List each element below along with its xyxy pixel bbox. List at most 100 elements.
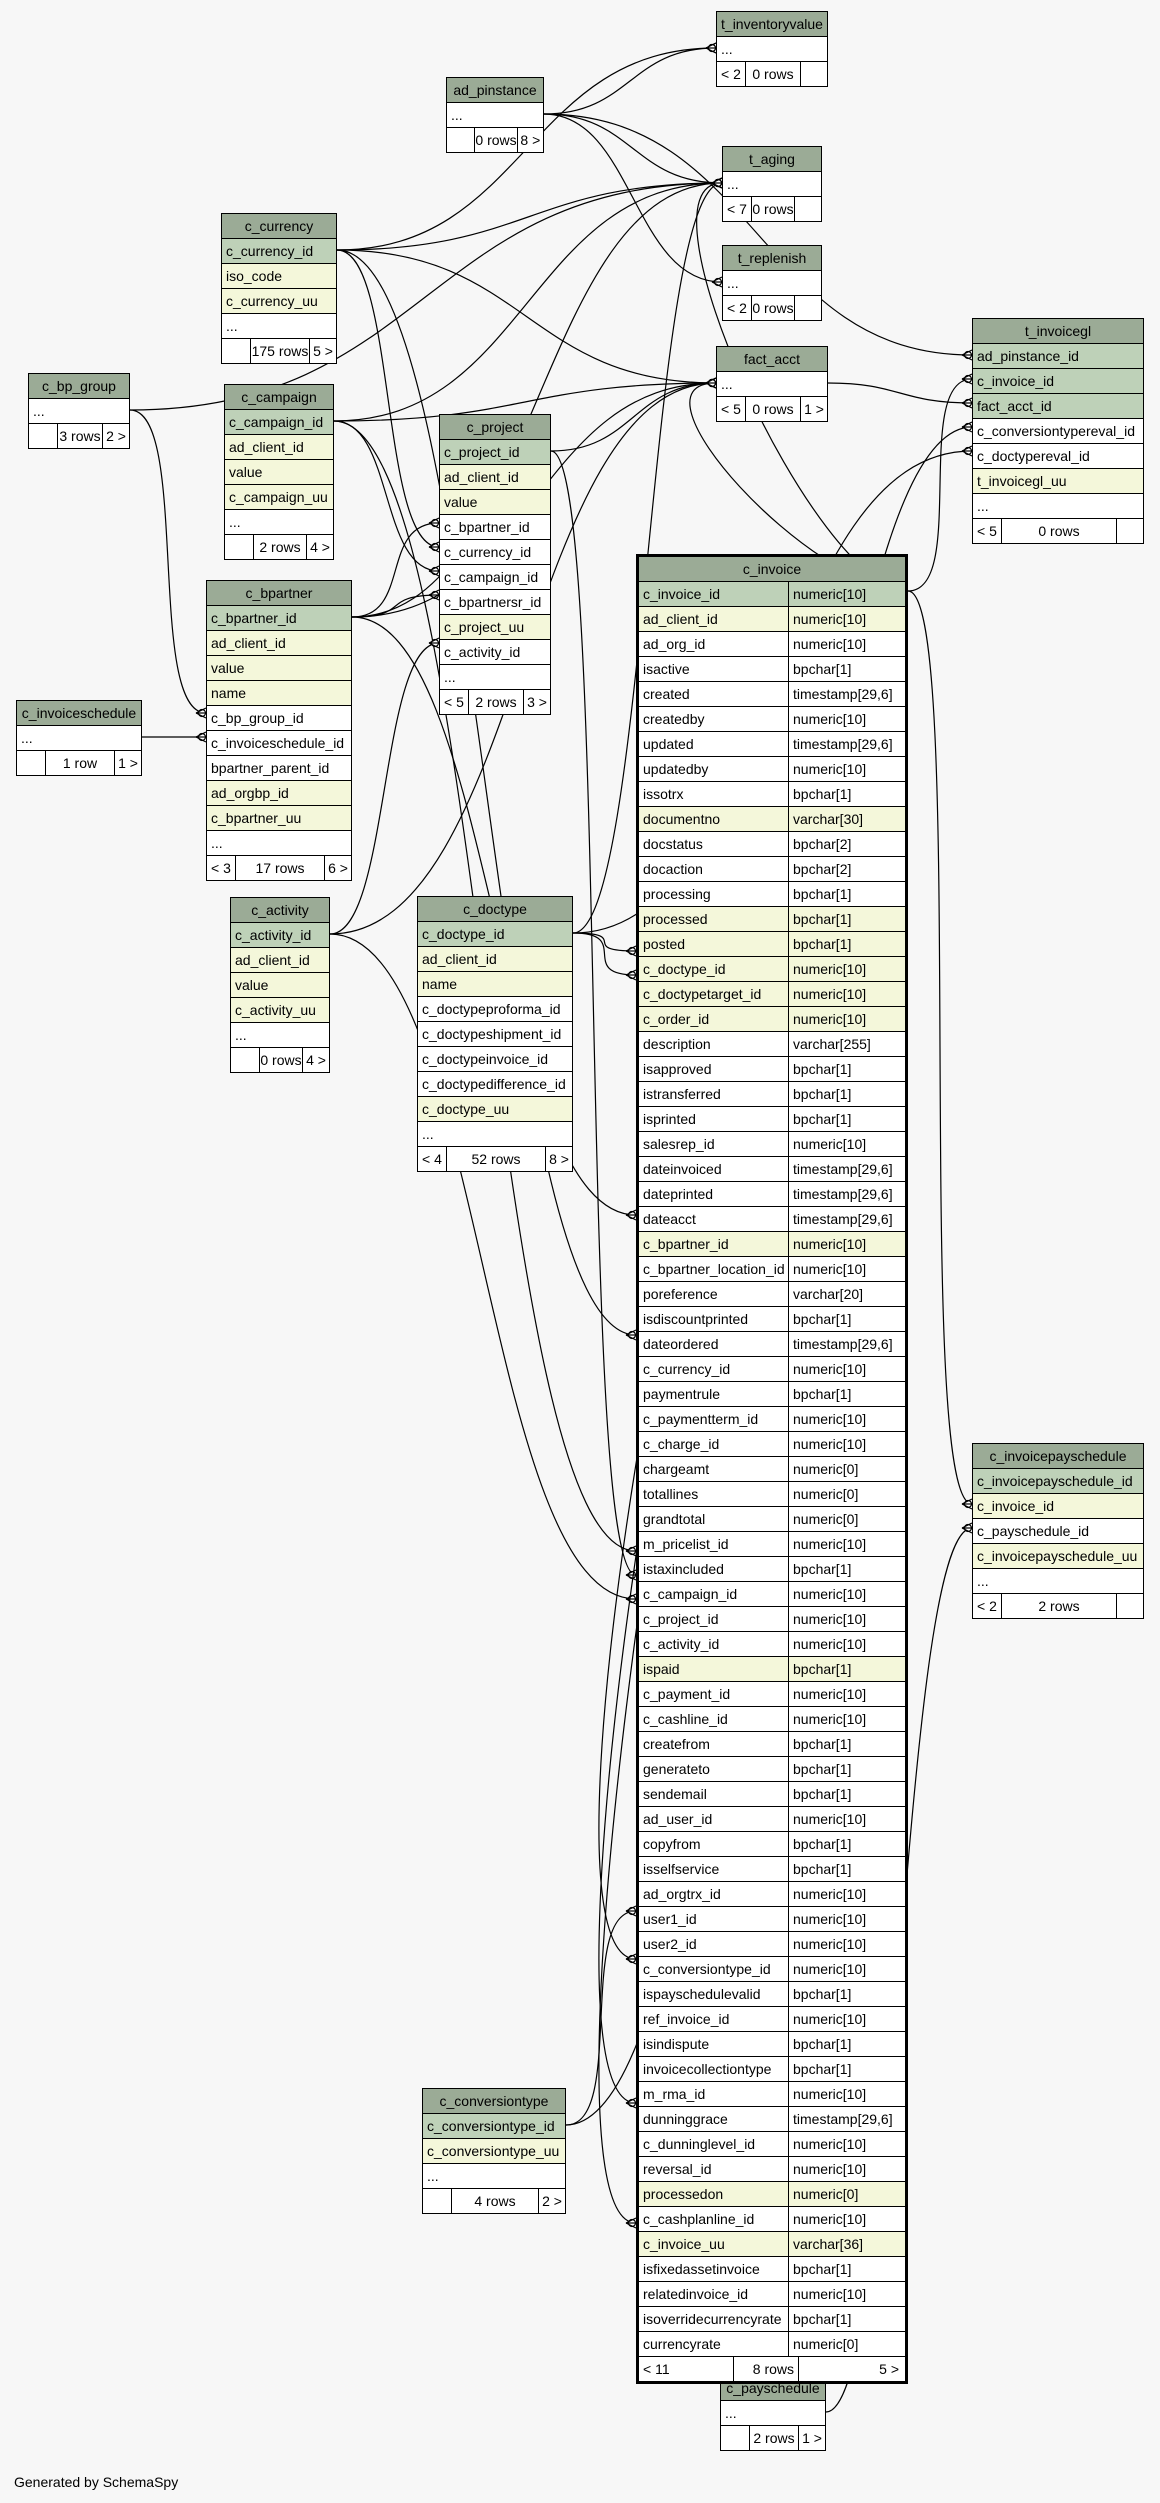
table-title[interactable]: c_project	[440, 415, 550, 440]
table-title[interactable]: c_currency	[222, 214, 336, 239]
children-count[interactable]: 1 >	[802, 2430, 822, 2446]
column-row[interactable]: c_project_id	[440, 440, 550, 465]
column-row[interactable]: ...	[222, 314, 336, 339]
column-row[interactable]: bpartner_parent_id	[207, 756, 351, 781]
parents-count[interactable]: < 2	[717, 62, 746, 86]
column-row[interactable]: value	[440, 490, 550, 515]
column-row[interactable]: c_doctypedifference_id	[418, 1072, 572, 1097]
children-count[interactable]: 3 >	[527, 694, 547, 710]
column-row[interactable]: c_campaign_id	[225, 410, 333, 435]
parents-count[interactable]: < 7	[723, 197, 752, 221]
table-title[interactable]: c_invoiceschedule	[17, 701, 141, 726]
children-count[interactable]	[795, 296, 821, 320]
table-title[interactable]: c_invoicepayschedule	[973, 1444, 1143, 1469]
parents-count[interactable]: < 2	[723, 296, 752, 320]
children-count[interactable]: 1 >	[118, 755, 138, 771]
parents-count[interactable]	[721, 2426, 750, 2450]
column-row[interactable]: fact_acct_id	[973, 394, 1143, 419]
children-count[interactable]: 5 >	[313, 343, 333, 359]
table-c-invoicepayschedule[interactable]: c_invoicepayschedule c_invoicepayschedule…	[972, 1443, 1144, 1619]
column-row[interactable]: ...	[418, 1122, 572, 1147]
column-row[interactable]: ...	[717, 372, 827, 397]
table-title[interactable]: c_bpartner	[207, 581, 351, 606]
column-row[interactable]: ...	[973, 494, 1143, 519]
table-title[interactable]: ad_pinstance	[447, 78, 543, 103]
parents-count[interactable]: < 2	[973, 1594, 1002, 1618]
column-row[interactable]: ...	[717, 37, 827, 62]
column-row[interactable]: value	[231, 973, 329, 998]
column-row[interactable]: c_invoiceschedule_id	[207, 731, 351, 756]
column-row[interactable]: c_currency_id	[440, 540, 550, 565]
column-row[interactable]: c_invoicepayschedule_uu	[973, 1544, 1143, 1569]
column-row[interactable]: ad_client_id	[225, 435, 333, 460]
table-title[interactable]: t_invoicegl	[973, 319, 1143, 344]
table-title[interactable]: t_replenish	[723, 246, 821, 271]
parents-count[interactable]	[423, 2189, 452, 2213]
column-row[interactable]: c_doctype_id	[418, 922, 572, 947]
children-count[interactable]: 5 >	[879, 2361, 899, 2377]
column-row[interactable]: ...	[723, 271, 821, 296]
column-row[interactable]: c_conversiontype_uu	[423, 2139, 565, 2164]
column-row[interactable]: ad_client_id	[440, 465, 550, 490]
column-row[interactable]: c_currency_id	[222, 239, 336, 264]
table-title[interactable]: c_invoice	[639, 557, 905, 582]
children-count[interactable]: 1 >	[804, 401, 824, 417]
column-row[interactable]: ...	[447, 103, 543, 128]
table-title[interactable]: fact_acct	[717, 347, 827, 372]
column-row[interactable]: c_conversiontypereval_id	[973, 419, 1143, 444]
parents-count[interactable]: < 5	[440, 690, 469, 714]
column-row[interactable]: ad_client_id	[231, 948, 329, 973]
column-row[interactable]: c_campaign_uu	[225, 485, 333, 510]
column-row[interactable]: ad_orgbp_id	[207, 781, 351, 806]
parents-count[interactable]	[447, 128, 476, 152]
children-count[interactable]: 4 >	[306, 1052, 326, 1068]
column-row[interactable]: iso_code	[222, 264, 336, 289]
table-title[interactable]: t_aging	[723, 147, 821, 172]
table-title[interactable]: c_campaign	[225, 385, 333, 410]
column-row[interactable]: ...	[207, 831, 351, 856]
column-row[interactable]: ...	[17, 726, 141, 751]
column-row[interactable]: c_project_uu	[440, 615, 550, 640]
parents-count[interactable]	[29, 424, 58, 448]
column-row[interactable]: c_activity_id	[231, 923, 329, 948]
parents-count[interactable]	[225, 535, 254, 559]
column-row[interactable]: ...	[723, 172, 821, 197]
column-row[interactable]: c_doctypeproforma_id	[418, 997, 572, 1022]
